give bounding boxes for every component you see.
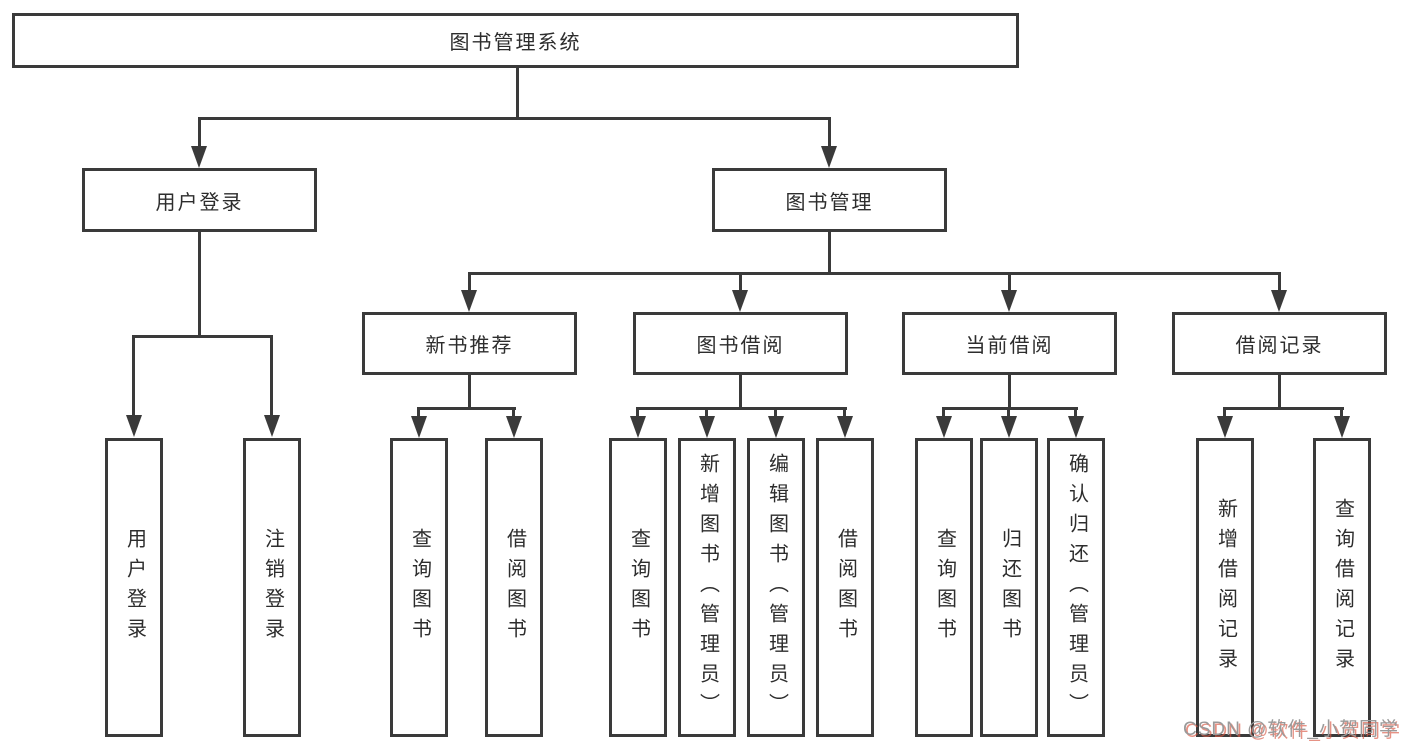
connector-line — [1223, 407, 1226, 421]
leaf-user-login-label: 用户登录 — [123, 527, 146, 648]
connector-line — [417, 407, 516, 410]
leaf-user-login: 用户登录 — [105, 438, 163, 737]
node-book-management: 图书管理 — [712, 168, 947, 232]
leaf-borrow-edit-books: 编辑图书（管理员） — [747, 438, 805, 737]
connector-line — [198, 117, 201, 149]
connector-line — [1008, 375, 1011, 410]
leaf-current-confirm-return: 确认归还（管理员） — [1047, 438, 1105, 737]
arrow-down-icon — [1271, 290, 1287, 312]
leaf-recommend-borrow-books-label: 借阅图书 — [503, 527, 526, 648]
arrow-down-icon — [768, 416, 784, 438]
leaf-current-return-books: 归还图书 — [980, 438, 1038, 737]
connector-line — [1223, 407, 1344, 410]
arrow-down-icon — [411, 416, 427, 438]
connector-line — [1340, 407, 1343, 421]
connector-line — [1278, 272, 1281, 295]
leaf-current-query-books-label: 查询图书 — [933, 527, 956, 648]
watermark-text: CSDN @软件_小贺同学 — [1183, 719, 1399, 740]
arrow-down-icon — [191, 146, 207, 168]
node-root-label: 图书管理系统 — [449, 32, 582, 54]
arrow-down-icon — [126, 415, 142, 437]
connector-line — [516, 68, 519, 120]
arrow-down-icon — [1334, 416, 1350, 438]
arrow-down-icon — [1068, 416, 1084, 438]
arrow-down-icon — [821, 146, 837, 168]
connector-line — [270, 335, 273, 420]
leaf-records-add-record: 新增借阅记录 — [1196, 438, 1254, 737]
leaf-recommend-borrow-books: 借阅图书 — [485, 438, 543, 737]
leaf-borrow-add-books-label: 新增图书（管理员） — [696, 452, 719, 723]
connector-line — [705, 407, 708, 421]
connector-line — [1074, 407, 1077, 421]
leaf-records-query-record-label: 查询借阅记录 — [1331, 497, 1354, 678]
arrow-down-icon — [936, 416, 952, 438]
connector-line — [198, 117, 831, 120]
leaf-records-add-record-label: 新增借阅记录 — [1214, 497, 1237, 678]
leaf-logout-label: 注销登录 — [261, 527, 284, 648]
arrow-down-icon — [630, 416, 646, 438]
connector-line — [828, 117, 831, 149]
leaf-recommend-query-books-label: 查询图书 — [408, 527, 431, 648]
node-root: 图书管理系统 — [12, 13, 1019, 68]
leaf-borrow-borrow-books: 借阅图书 — [816, 438, 874, 737]
arrow-down-icon — [1001, 416, 1017, 438]
arrow-down-icon — [699, 416, 715, 438]
connector-line — [1007, 407, 1010, 421]
arrow-down-icon — [732, 290, 748, 312]
leaf-borrow-query-books: 查询图书 — [609, 438, 667, 737]
node-book-borrow-label: 图书借阅 — [696, 335, 785, 357]
connector-line — [828, 232, 831, 275]
connector-line — [942, 407, 945, 421]
arrow-down-icon — [461, 290, 477, 312]
node-book-management-label: 图书管理 — [785, 191, 874, 214]
connector-line — [739, 272, 742, 295]
connector-line — [468, 272, 471, 295]
leaf-records-query-record: 查询借阅记录 — [1313, 438, 1371, 737]
leaf-current-confirm-return-label: 确认归还（管理员） — [1065, 452, 1088, 723]
connector-line — [417, 407, 420, 421]
node-new-book-recommend-label: 新书推荐 — [425, 335, 514, 357]
connector-line — [942, 407, 1078, 410]
connector-line — [468, 375, 471, 410]
connector-line — [132, 335, 273, 338]
connector-line — [843, 407, 846, 421]
node-current-borrow-label: 当前借阅 — [965, 335, 1054, 357]
leaf-borrow-query-books-label: 查询图书 — [627, 527, 650, 648]
arrow-down-icon — [1001, 290, 1017, 312]
node-new-book-recommend: 新书推荐 — [362, 312, 577, 375]
leaf-borrow-borrow-books-label: 借阅图书 — [834, 527, 857, 648]
connector-line — [636, 407, 847, 410]
leaf-current-query-books: 查询图书 — [915, 438, 973, 737]
arrow-down-icon — [506, 416, 522, 438]
connector-line — [512, 407, 515, 421]
node-user-login-label: 用户登录 — [155, 191, 244, 214]
leaf-borrow-add-books: 新增图书（管理员） — [678, 438, 736, 737]
leaf-recommend-query-books: 查询图书 — [390, 438, 448, 737]
node-book-borrow: 图书借阅 — [633, 312, 848, 375]
leaf-borrow-edit-books-label: 编辑图书（管理员） — [765, 452, 788, 723]
connector-line — [132, 335, 135, 420]
node-user-login: 用户登录 — [82, 168, 317, 232]
connector-line — [774, 407, 777, 421]
leaf-logout: 注销登录 — [243, 438, 301, 737]
connector-line — [1278, 375, 1281, 410]
arrow-down-icon — [1217, 416, 1233, 438]
arrow-down-icon — [264, 415, 280, 437]
connector-line — [636, 407, 639, 421]
node-current-borrow: 当前借阅 — [902, 312, 1117, 375]
node-borrow-records: 借阅记录 — [1172, 312, 1387, 375]
arrow-down-icon — [837, 416, 853, 438]
leaf-current-return-books-label: 归还图书 — [998, 527, 1021, 648]
connector-line — [739, 375, 742, 410]
node-borrow-records-label: 借阅记录 — [1235, 335, 1324, 357]
connector-line — [198, 232, 201, 338]
connector-line — [468, 272, 1281, 275]
connector-line — [1008, 272, 1011, 295]
